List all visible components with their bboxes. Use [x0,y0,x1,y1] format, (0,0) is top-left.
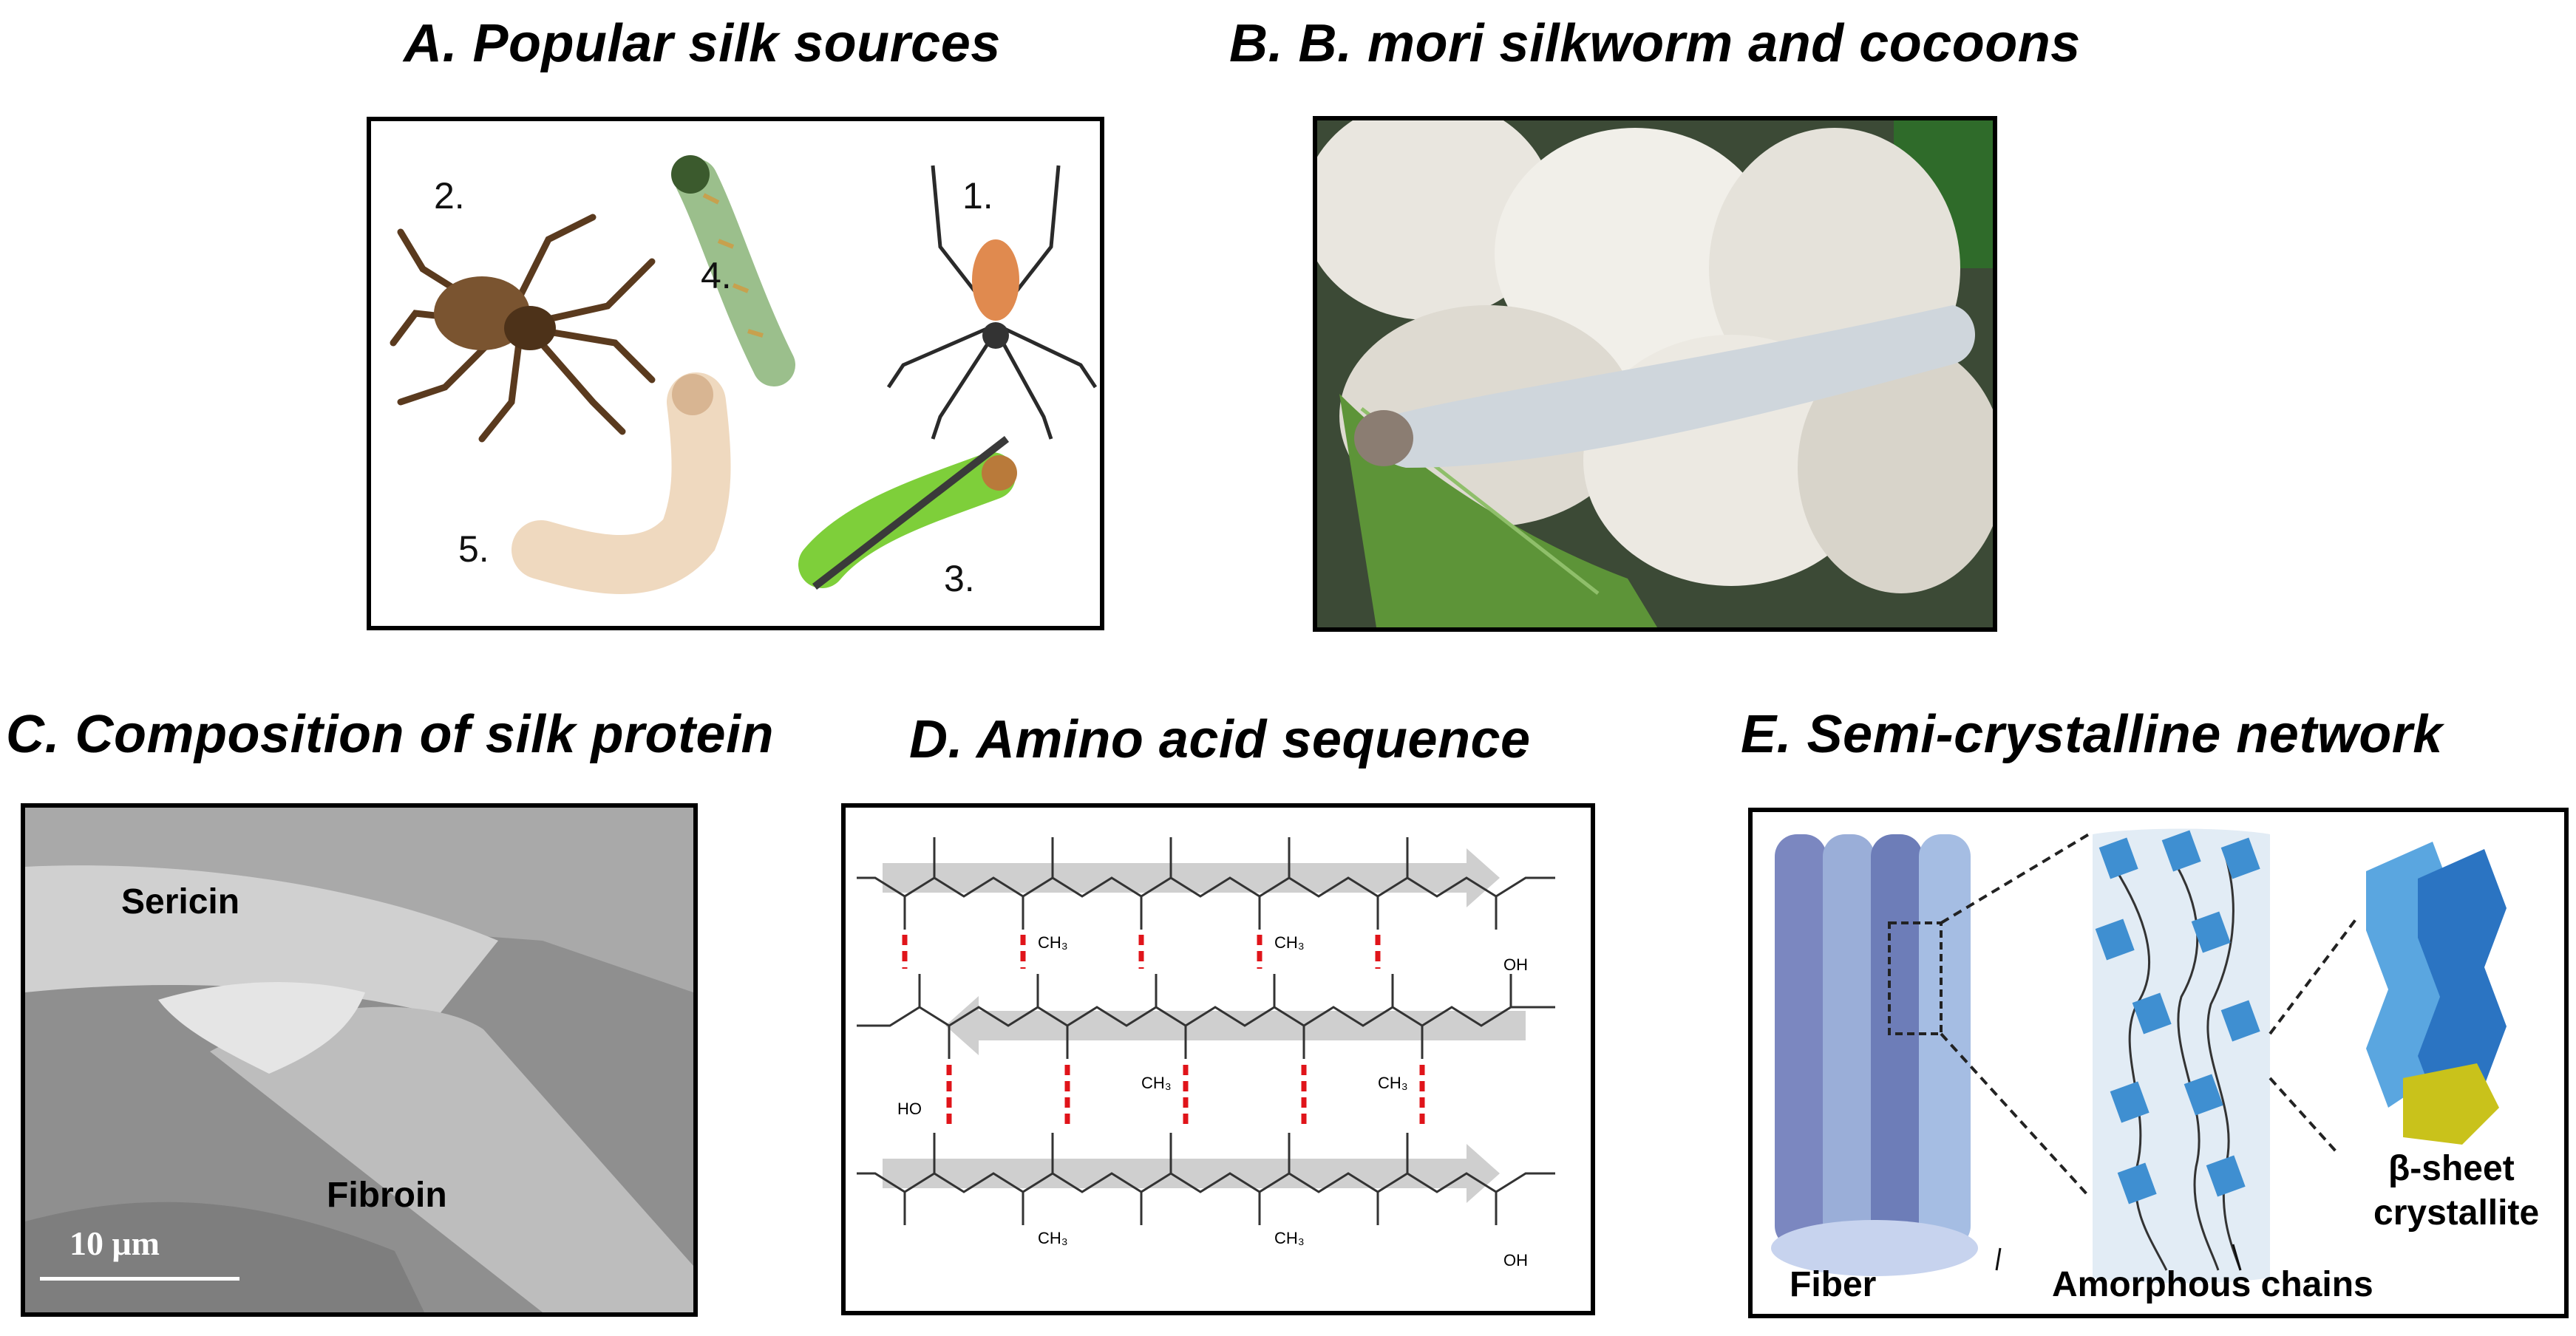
title-a: A. Popular silk sources [404,14,1001,73]
source-label-5: 5. [458,528,489,570]
strand-arrow-left [945,996,1526,1055]
title-d: D. Amino acid sequence [909,710,1531,769]
backbone-strand-1 [857,876,1555,898]
mulberry-leaf [1339,394,1657,627]
zoom-box [1888,921,1943,1035]
crystalline-blocks [2095,830,2260,1204]
crystallite-label-line2: crystallite [2373,1193,2540,1233]
source-label-3: 3. [944,558,975,599]
cocoon [1317,120,1554,320]
silkworm-body [1372,305,1975,468]
crystallite-label-line1: β-sheet [2388,1149,2515,1188]
backbone-strand-2 [857,1006,1555,1027]
panel-silkworm-cocoons [1313,116,1997,632]
amorphous-chains [2106,848,2242,1271]
source-label-1: 1. [962,175,993,217]
silkworm-cocoon-photo [1317,120,1993,627]
silkworm-larva-image [512,372,731,594]
oh-label: OH [1503,1251,1528,1269]
ch3-label: CH₃ [1038,1229,1068,1247]
semi-crystalline-illustration [1771,828,2507,1284]
sem-micrograph [25,808,693,1312]
title-b: B. B. mori silkworm and cocoons [1229,14,2081,73]
sericin-layer [25,865,498,1015]
strand-arrow-right [883,848,1500,907]
scale-bar-label: 10 μm [69,1224,160,1262]
fibroin-core [210,1006,693,1312]
beta-sheet-crystallite [2366,842,2507,1145]
panel-semi-crystalline-network: Fiber Amorphous chains β-sheet crystalli… [1748,808,2569,1318]
silk-sources-illustration [390,155,1098,594]
ch3-label: CH₃ [1038,933,1068,952]
scale-bar [40,1277,239,1281]
ch3-label: CH₃ [1274,933,1305,952]
panel-silk-composition: Sericin Fibroin 10 μm [21,803,698,1317]
oh-label: OH [1503,955,1528,974]
amorphous-chains-label: Amorphous chains [2052,1265,2373,1304]
ch3-label: CH₃ [1378,1074,1408,1092]
source-label-4: 4. [701,255,732,296]
amorphous-region [2093,828,2270,1284]
backbone-strand-3 [857,1172,1555,1193]
panel-silk-sources: 2. 4. 1. 5. 3. [367,117,1104,630]
source-label-2: 2. [434,175,465,217]
ch3-label: CH₃ [1274,1229,1305,1247]
panel-amino-acid-sequence: CH₃ CH₃ OH HO CH₃ CH₃ CH₃ CH₃ OH [841,803,1595,1315]
lime-caterpillar-image [798,436,1017,590]
ho-label: HO [897,1100,922,1118]
title-c: C. Composition of silk protein [6,705,774,764]
green-caterpillar-image [671,155,795,386]
cocoon [1495,128,1775,379]
cocoon [1798,342,1993,593]
strand-arrow-right [883,1144,1500,1203]
fiber-bundle [1771,834,1978,1276]
sericin-label: Sericin [121,882,240,921]
ch3-label: CH₃ [1141,1074,1172,1092]
hydrogen-bonds [902,935,1425,1129]
title-e: E. Semi-crystalline network [1741,705,2443,764]
fiber-label: Fiber [1790,1265,1877,1304]
beta-sheet-hbond-diagram [857,837,1555,1225]
orb-spider-abdomen [972,239,1019,321]
fibroin-label: Fibroin [327,1176,447,1215]
